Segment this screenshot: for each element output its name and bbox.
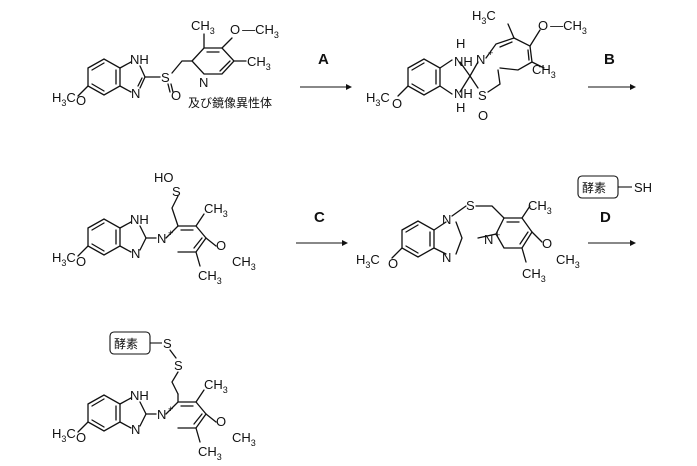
nh-label-5: NH bbox=[130, 388, 149, 403]
arrow-label-c: C bbox=[314, 209, 325, 226]
n-label-4b: N bbox=[442, 250, 451, 265]
structure-omeprazole: H3C O NH N S O N CH3 O—CH3 CH3 及び鏡像異性体 bbox=[52, 18, 279, 110]
n-plus-label-3: N bbox=[157, 231, 166, 246]
methoxy-h3c-4: H3C bbox=[356, 252, 380, 270]
o-label-2: O bbox=[478, 108, 488, 123]
arrow-label-a: A bbox=[318, 51, 329, 68]
plus-charge-3: + bbox=[168, 228, 173, 238]
h-label-2b: H bbox=[456, 100, 465, 115]
methoxy-h3c-1: H3C bbox=[52, 90, 76, 108]
enzyme-label-d: 酵素 bbox=[582, 181, 606, 195]
arrow-c: C bbox=[296, 209, 348, 246]
s-label-4: S bbox=[466, 198, 475, 213]
plus-charge-4: + bbox=[495, 230, 500, 240]
o-methoxy-4: O bbox=[542, 236, 552, 251]
o-methoxy-5: O bbox=[216, 414, 226, 429]
arrow-label-b: B bbox=[604, 51, 615, 68]
o-methoxy-top-2: O—CH3 bbox=[538, 18, 587, 36]
arrow-d: 酵素 SH D bbox=[577, 175, 652, 246]
arrow-a: A bbox=[300, 51, 352, 90]
nh-label-2b: NH bbox=[454, 86, 473, 101]
enantiomer-note: 及び鏡像異性体 bbox=[188, 95, 272, 110]
ch3-top-4: CH3 bbox=[528, 198, 552, 216]
methoxy-o-1: O bbox=[76, 93, 86, 108]
plus-charge-5: + bbox=[168, 404, 173, 414]
ho-label-3: HO bbox=[154, 170, 174, 185]
ch3-top-3: CH3 bbox=[204, 201, 228, 219]
s-label-3: S bbox=[172, 184, 181, 199]
nh-label-2: NH bbox=[454, 54, 473, 69]
s-label-2: S bbox=[478, 88, 487, 103]
n-plus-label-5: N bbox=[157, 407, 166, 422]
ch3-methoxy-3: CH3 bbox=[232, 254, 256, 272]
s-label-1: S bbox=[161, 70, 170, 85]
s-label-5b: S bbox=[174, 358, 183, 373]
sh-label-d: SH bbox=[634, 180, 652, 195]
structure-sulfenic-acid: H3C O NH N N + HO S CH3 O CH3 CH3 bbox=[52, 170, 256, 286]
o-methoxy-top-1: O—CH3 bbox=[230, 22, 279, 40]
methoxy-o-2: O bbox=[392, 96, 402, 111]
ch3-bottom-5: CH3 bbox=[198, 444, 222, 462]
methoxy-o-4: O bbox=[388, 256, 398, 271]
arrow-label-d: D bbox=[600, 209, 611, 226]
structure-enzyme-disulfide: 酵素 S S H3C O NH N N + CH3 O CH3 CH3 bbox=[52, 331, 256, 462]
plus-charge-2: + bbox=[488, 48, 493, 58]
n-label-5: N bbox=[131, 422, 140, 437]
ch3-bottom-4: CH3 bbox=[522, 266, 546, 284]
structure-sulfenamide: H3C O N N S N + CH3 O CH3 CH3 bbox=[356, 198, 580, 284]
n-plus-label-2: N bbox=[476, 52, 485, 67]
h3c-top-2: H3C bbox=[472, 8, 496, 26]
methoxy-o-3: O bbox=[76, 254, 86, 269]
o-methoxy-3: O bbox=[216, 238, 226, 253]
ch3-methoxy-5: CH3 bbox=[232, 430, 256, 448]
o-label-1: O bbox=[171, 88, 181, 103]
methoxy-h3c-5: H3C bbox=[52, 426, 76, 444]
h-label-2a: H bbox=[456, 36, 465, 51]
ch3-right-1: CH3 bbox=[247, 54, 271, 72]
arrow-b: B bbox=[588, 51, 636, 90]
ch3-right-2: CH3 bbox=[532, 62, 556, 80]
n-label-3: N bbox=[131, 246, 140, 261]
s-label-5a: S bbox=[163, 336, 172, 351]
methoxy-h3c-3: H3C bbox=[52, 250, 76, 268]
nh-label-3: NH bbox=[130, 212, 149, 227]
structure-spiro-intermediate: H3C O NH H NH H N + S O H3C O—CH3 CH3 bbox=[366, 8, 587, 123]
n-label-1: N bbox=[131, 86, 140, 101]
ch3-top-1: CH3 bbox=[191, 18, 215, 36]
nh-label-1: NH bbox=[130, 52, 149, 67]
ch3-top-5: CH3 bbox=[204, 377, 228, 395]
enzyme-label-5: 酵素 bbox=[114, 337, 138, 351]
methoxy-o-5: O bbox=[76, 430, 86, 445]
ch3-bottom-3: CH3 bbox=[198, 268, 222, 286]
n-pyridine-1: N bbox=[199, 75, 208, 90]
n-plus-label-4: N bbox=[484, 232, 493, 247]
n-label-4a: N bbox=[442, 212, 451, 227]
ch3-methoxy-4: CH3 bbox=[556, 252, 580, 270]
methoxy-h3c-2: H3C bbox=[366, 90, 390, 108]
